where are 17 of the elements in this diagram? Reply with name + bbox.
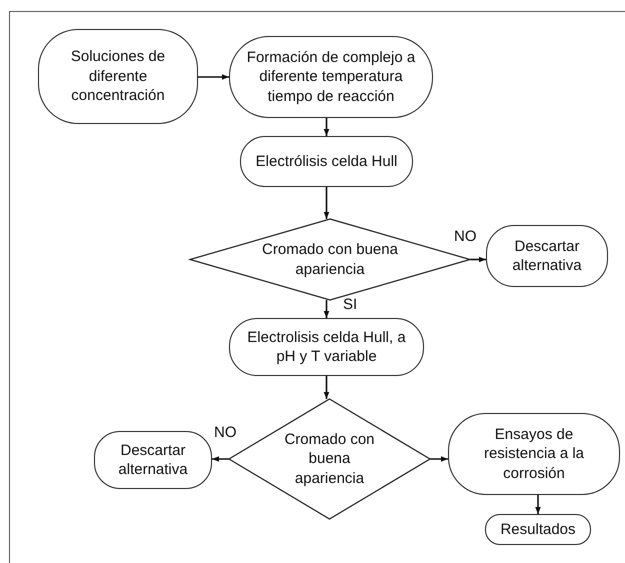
process-box: Descartar alternativa: [486, 225, 608, 287]
process-box: Soluciones de diferente concentración: [38, 29, 198, 124]
process-box: Descartar alternativa: [94, 431, 212, 489]
process-box: Formación de complejo a diferente temperatura tiempo de reacción: [229, 36, 433, 118]
arrow: [324, 118, 330, 136]
process-box: Ensayos de resistencia a la corrosión: [448, 413, 620, 495]
arrow: [324, 187, 330, 219]
process-box: Resultados: [485, 514, 591, 545]
arrow: [324, 300, 330, 318]
arrow: [324, 376, 330, 399]
process-box: Electrólisis celda Hull: [240, 136, 413, 187]
arrow: [198, 74, 229, 80]
arrow: [212, 456, 229, 462]
arrow: [430, 456, 448, 462]
process-box: Electrolisis celda Hull, a pH y T variable: [229, 318, 424, 376]
arrow: [470, 256, 486, 262]
arrow: [535, 495, 541, 514]
